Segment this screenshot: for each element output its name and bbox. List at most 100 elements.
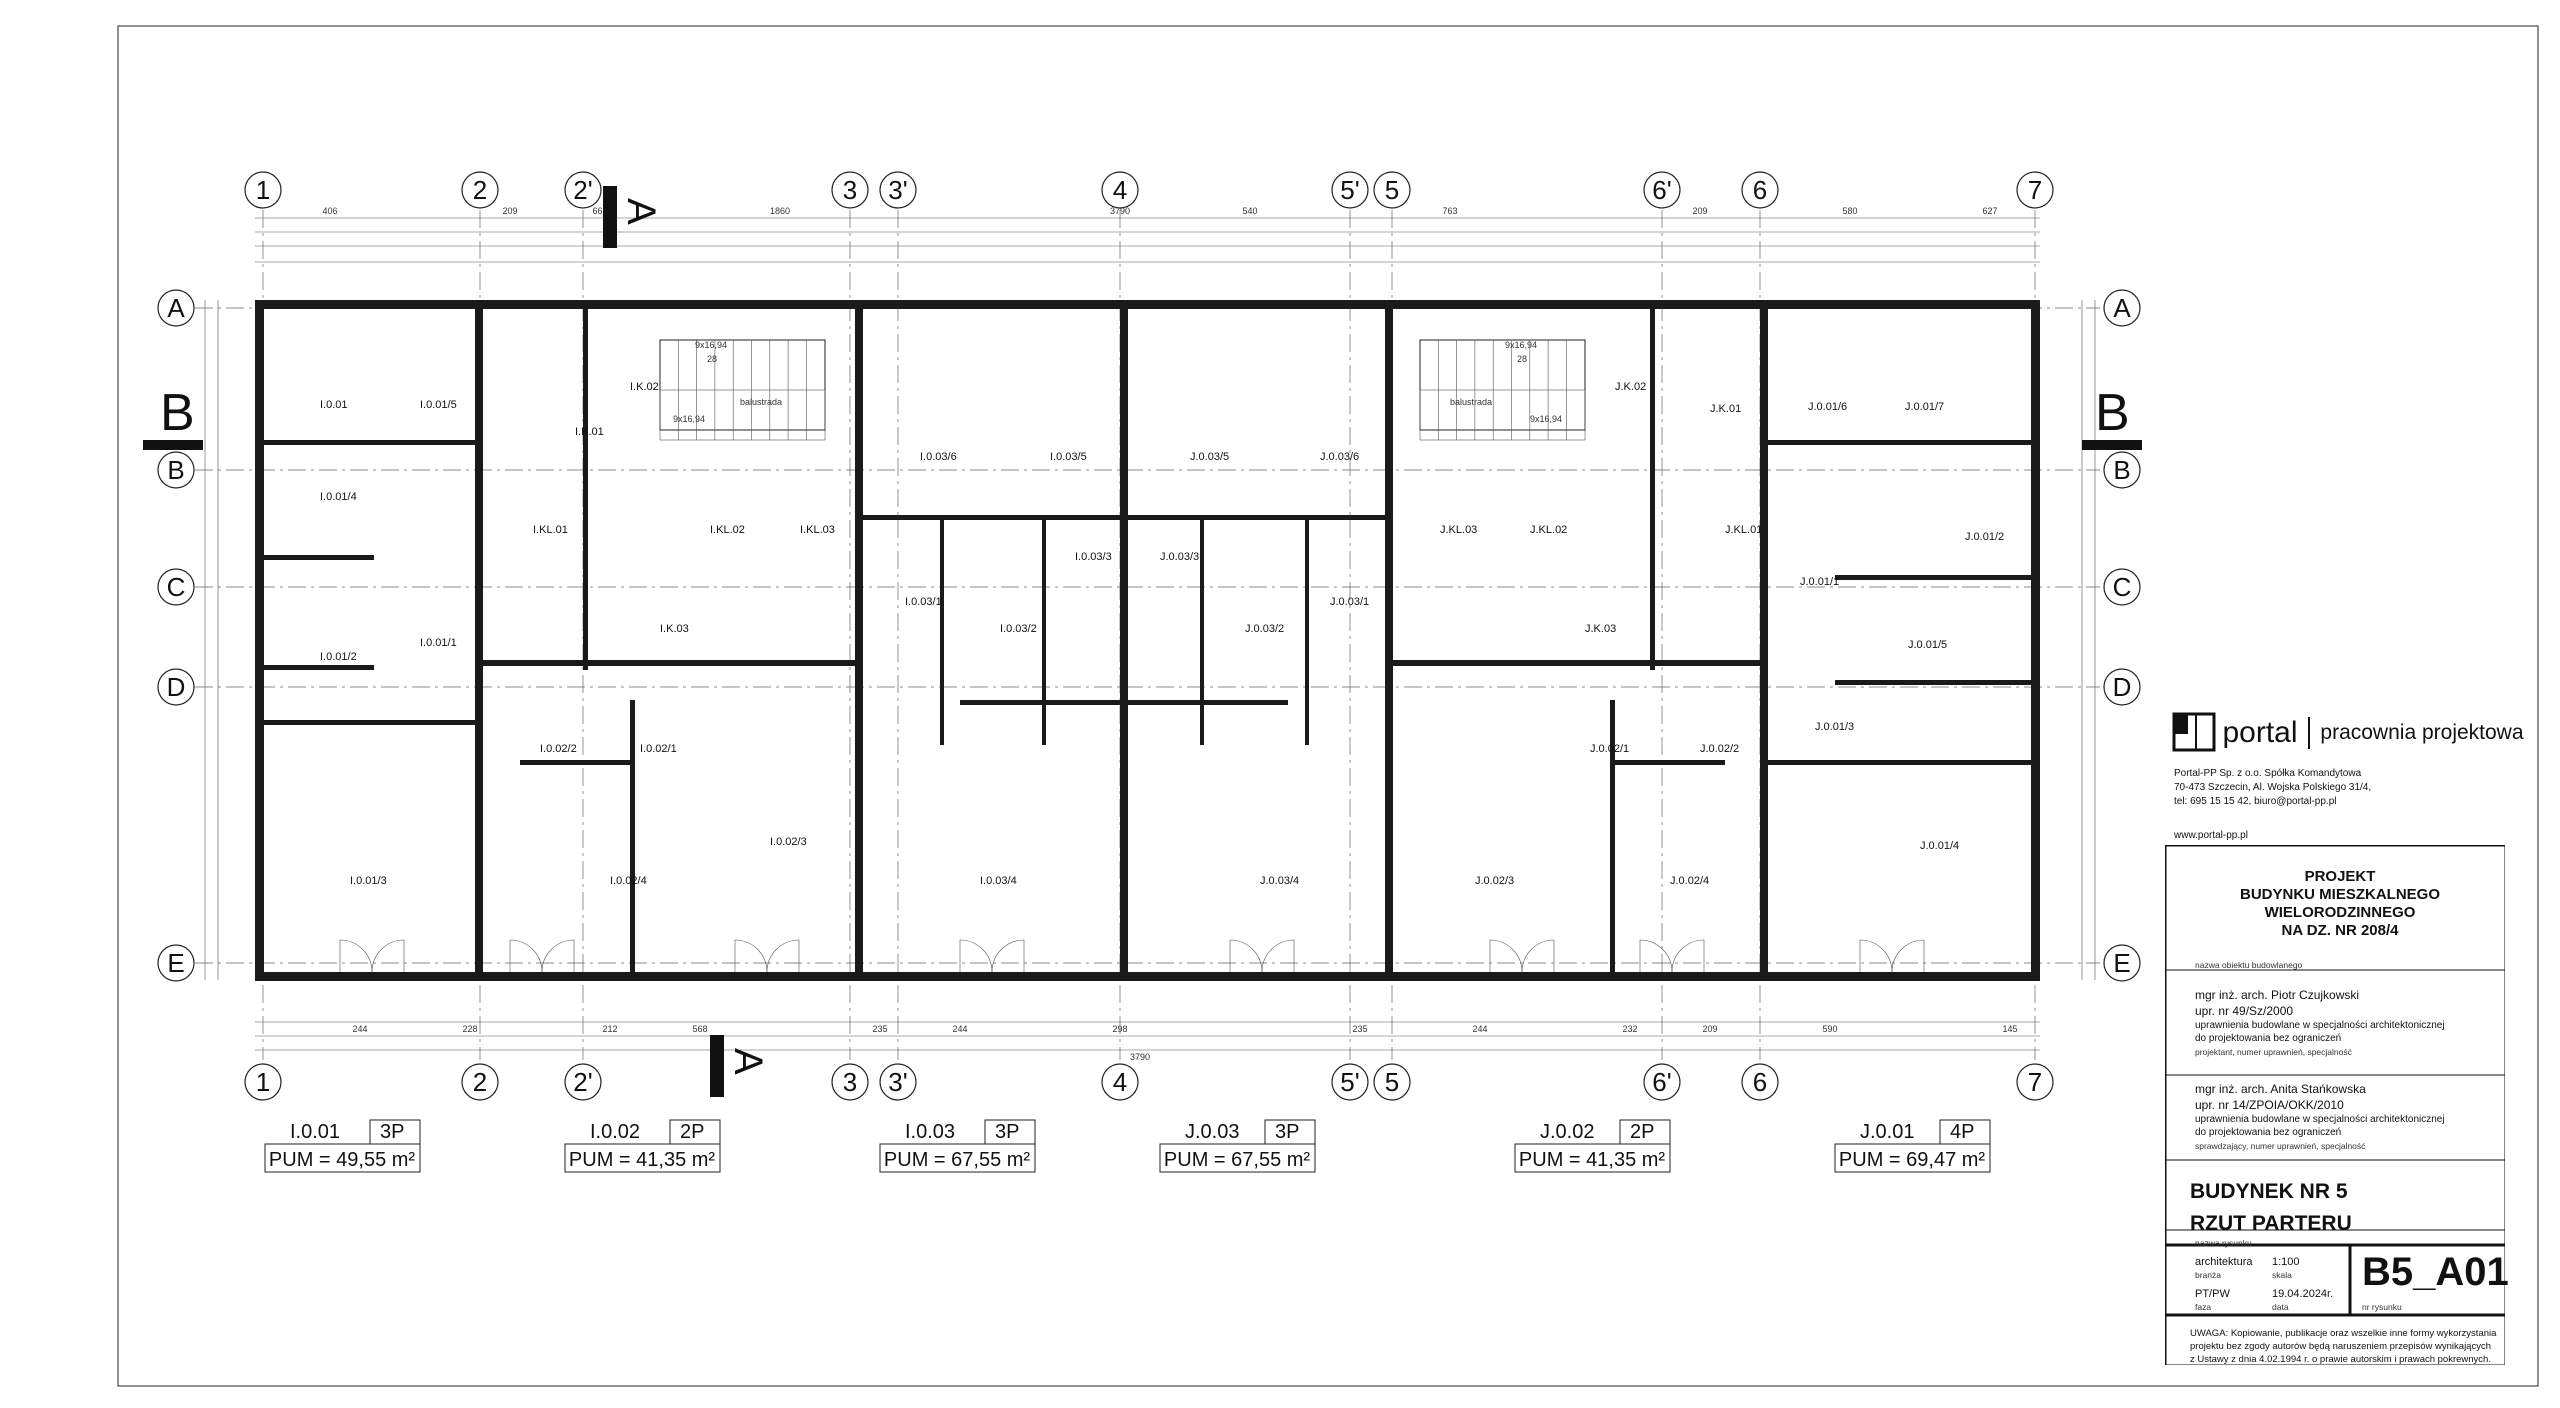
scale-value: 1:100 bbox=[2272, 1256, 2300, 1268]
unit-code: J.0.01 bbox=[1860, 1121, 1914, 1143]
date-value: 19.04.2024r. bbox=[2272, 1288, 2334, 1300]
dimension-value: 244 bbox=[952, 1024, 967, 1034]
svg-text:2: 2 bbox=[473, 175, 487, 205]
svg-text:A: A bbox=[167, 293, 185, 323]
svg-text:5': 5' bbox=[1340, 175, 1359, 205]
room-label: I.0.02/1 bbox=[640, 743, 677, 755]
grid-axis-bubble: 6' bbox=[1643, 1063, 1681, 1101]
grid-axis-bubble: 3 bbox=[831, 171, 869, 209]
unit-code: I.0.03 bbox=[905, 1121, 955, 1143]
portal-logo-icon bbox=[2172, 712, 2216, 752]
pum-box bbox=[1834, 1143, 1991, 1173]
dimension-value: 228 bbox=[462, 1024, 477, 1034]
dimension-value: 209 bbox=[1692, 206, 1707, 216]
grid-axis-bubble: 5 bbox=[1373, 1063, 1411, 1101]
grid-axis-bubble: 7 bbox=[2016, 1063, 2054, 1101]
grid-axis-bubble: E bbox=[157, 944, 195, 982]
svg-text:4: 4 bbox=[1113, 175, 1127, 205]
room-label: I.KL.01 bbox=[533, 524, 568, 536]
room-label: J.0.01/2 bbox=[1965, 531, 2004, 543]
dimension-value: 406 bbox=[322, 206, 337, 216]
grid-axis-bubble: 2' bbox=[564, 171, 602, 209]
svg-text:D: D bbox=[2113, 672, 2132, 702]
room-label: I.0.03/1 bbox=[905, 596, 942, 608]
room-label: J.0.03/1 bbox=[1330, 596, 1369, 608]
room-label: J.0.01/4 bbox=[1920, 840, 1959, 852]
svg-text:2: 2 bbox=[473, 1067, 487, 1097]
scale-caption: skala bbox=[2272, 1270, 2292, 1280]
svg-text:6': 6' bbox=[1652, 1067, 1671, 1097]
logo-subtitle: pracownia projektowa bbox=[2320, 721, 2524, 744]
stair-left bbox=[659, 339, 826, 441]
unit-room-count: 2P bbox=[1630, 1121, 1654, 1143]
room-label: J.0.01/3 bbox=[1815, 721, 1854, 733]
dimension-value: 298 bbox=[1112, 1024, 1127, 1034]
grid-axis-bubble: C bbox=[157, 568, 195, 606]
svg-text:6: 6 bbox=[1753, 1067, 1767, 1097]
room-label: I.0.02/4 bbox=[610, 875, 647, 887]
grid-axis-bubble: 7 bbox=[2016, 171, 2054, 209]
designer-scope: uprawnienia budowlane w specjalności arc… bbox=[2195, 1020, 2445, 1031]
room-label: I.0.03/6 bbox=[920, 451, 957, 463]
room-label: J.K.01 bbox=[1710, 403, 1741, 415]
copyright-notice: projektu bez zgody autorów będą naruszen… bbox=[2190, 1341, 2491, 1352]
room-label: J.0.01/5 bbox=[1908, 639, 1947, 651]
svg-text:A: A bbox=[619, 198, 663, 225]
room-label: J.0.01/7 bbox=[1905, 401, 1944, 413]
unit-code: I.0.02 bbox=[590, 1121, 640, 1143]
svg-text:E: E bbox=[2113, 948, 2130, 978]
unit-room-count: 3P bbox=[995, 1121, 1019, 1143]
section-marker-a-top: A bbox=[603, 186, 663, 248]
room-label: J.0.03/4 bbox=[1260, 875, 1299, 887]
dimension-value: 540 bbox=[1242, 206, 1257, 216]
room-label: J.0.02/2 bbox=[1700, 743, 1739, 755]
svg-text:4: 4 bbox=[1113, 1067, 1127, 1097]
svg-text:5: 5 bbox=[1385, 175, 1399, 205]
vertical-grid-lines bbox=[262, 210, 2036, 1060]
section-marker-b-right: B bbox=[2082, 384, 2142, 450]
designer-scope: do projektowania bez ograniczeń bbox=[2195, 1033, 2342, 1044]
designer-name: mgr inż. arch. Piotr Czujkowski bbox=[2195, 988, 2360, 1002]
dimension-value: 568 bbox=[692, 1024, 707, 1034]
project-name: NA DZ. NR 208/4 bbox=[2281, 922, 2399, 939]
grid-axis-bubble: 2 bbox=[461, 1063, 499, 1101]
drawing-number: B5_A01 bbox=[2362, 1250, 2509, 1294]
pum-box bbox=[879, 1143, 1036, 1173]
phase-value: PT/PW bbox=[2195, 1288, 2230, 1300]
drawing-title: BUDYNEK NR 5 bbox=[2190, 1180, 2348, 1203]
room-label: I.K.02 bbox=[630, 381, 659, 393]
dimension-value: 627 bbox=[1982, 206, 1997, 216]
unit-pum: PUM = 41,35 m² bbox=[1519, 1149, 1666, 1171]
room-label: I.0.01/4 bbox=[320, 491, 357, 503]
room-label: I.0.02/3 bbox=[770, 836, 807, 848]
pum-box bbox=[564, 1143, 721, 1173]
title-block-frame bbox=[2165, 845, 2505, 1365]
grid-axis-bubble: 6 bbox=[1741, 171, 1779, 209]
room-label: J.0.02/4 bbox=[1670, 875, 1709, 887]
grid-axis-bubble: 2 bbox=[461, 171, 499, 209]
svg-text:1: 1 bbox=[256, 1067, 270, 1097]
dimension-value: 3790 bbox=[1130, 1052, 1150, 1062]
stair-label: 9x16,94 bbox=[1505, 340, 1537, 350]
project-name: BUDYNKU MIESZKALNEGO bbox=[2239, 886, 2440, 903]
unit-room-count: 3P bbox=[380, 1121, 404, 1143]
company-line: 70-473 Szczecin, Al. Wojska Polskiego 31… bbox=[2174, 782, 2372, 793]
grid-axis-bubble: 2' bbox=[564, 1063, 602, 1101]
drawing-number-caption: nr rysunku bbox=[2362, 1302, 2402, 1312]
dimension-value: 212 bbox=[602, 1024, 617, 1034]
room-label: J.KL.01 bbox=[1725, 524, 1762, 536]
phase-caption: faza bbox=[2195, 1302, 2212, 1312]
pum-box bbox=[1514, 1143, 1671, 1173]
project-caption: nazwa obiektu budowlanego bbox=[2195, 960, 2303, 970]
grid-axis-bubble: 5' bbox=[1331, 171, 1369, 209]
unit-pum: PUM = 41,35 m² bbox=[569, 1149, 716, 1171]
grid-axis-bubble: 3 bbox=[831, 1063, 869, 1101]
dimension-value: 209 bbox=[1702, 1024, 1717, 1034]
date-caption: data bbox=[2272, 1302, 2289, 1312]
grid-axis-bubble: 5 bbox=[1373, 171, 1411, 209]
dimension-value: 235 bbox=[872, 1024, 887, 1034]
